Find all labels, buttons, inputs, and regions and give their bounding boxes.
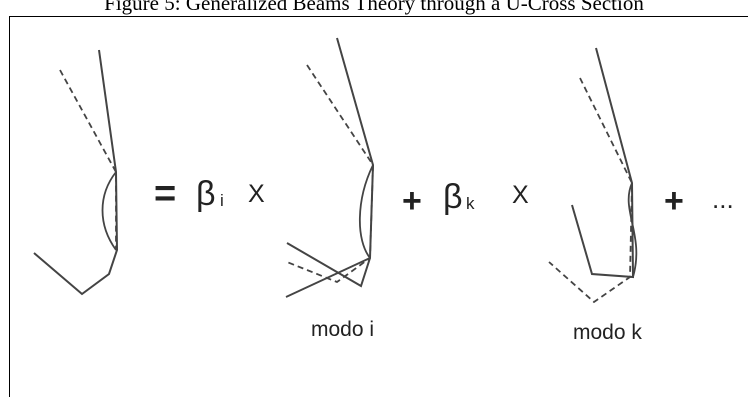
section-web-bulge	[101, 171, 117, 251]
plus-sign-2: +	[664, 182, 684, 220]
beta-k-subscript: k	[466, 194, 475, 213]
mode-i-solid-outline	[286, 37, 375, 288]
section-solid-outline	[33, 49, 119, 296]
mode-i-label: modo i	[311, 318, 374, 341]
mode-k-dashed-reference	[548, 77, 633, 304]
mode-k-label: modo k	[573, 321, 642, 344]
gbt-diagram: = β i X + β k X + ... modo i modo k	[33, 37, 734, 344]
cross-section-deformed	[33, 49, 119, 296]
equals-sign: =	[154, 173, 176, 215]
plus-sign-1: +	[402, 182, 422, 220]
ellipsis: ...	[712, 184, 734, 214]
beta-k-symbol: β	[443, 178, 463, 216]
mode-k-shape	[548, 47, 638, 304]
beta-i-symbol: β	[196, 175, 216, 213]
times-sign-2: X	[512, 181, 529, 209]
mode-i-web-bow	[358, 164, 374, 259]
equation: = β i X + β k X + ...	[154, 173, 734, 220]
mode-i-shape	[285, 37, 375, 298]
figure-frame	[9, 16, 748, 397]
beta-i-subscript: i	[220, 191, 224, 210]
section-dashed-reference	[59, 69, 117, 250]
figure-caption: Figure 5: Generalized Beams Theory throu…	[104, 0, 644, 15]
mode-k-web-bulge	[627, 182, 638, 278]
times-sign-1: X	[248, 180, 265, 208]
mode-i-solid-flange	[285, 257, 371, 298]
